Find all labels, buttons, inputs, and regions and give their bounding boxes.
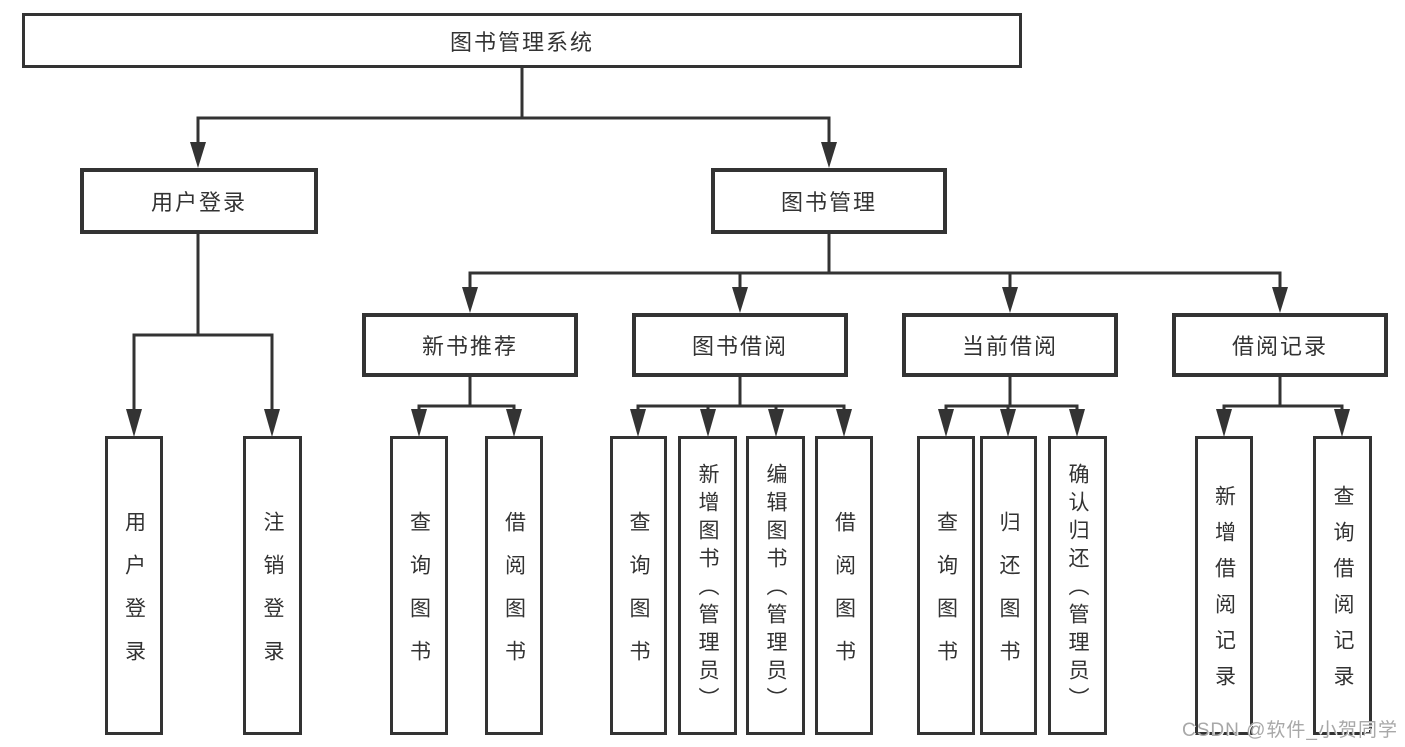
node-borrowing-records: 借阅记录 [1172,313,1388,377]
node-user-login: 用户登录 [80,168,318,234]
node-label: 图书借阅 [691,334,788,359]
leaf-add-books-admin: 新增图书（管理员） [678,436,737,735]
leaf-logout: 注销登录 [243,436,302,735]
node-label: 归还图书 [997,510,1020,683]
arrowheads [126,142,1350,437]
node-label: 当前借阅 [961,334,1058,359]
node-current-borrowing: 当前借阅 [902,313,1118,377]
leaf-borrow-books: 借阅图书 [815,436,873,735]
node-label: 确认归还（管理员） [1066,463,1089,715]
leaf-query-borrow-record: 查询借阅记录 [1313,436,1372,735]
node-new-book-recommendation: 新书推荐 [362,313,578,377]
leaf-user-login: 用户登录 [105,436,163,735]
node-label: 借阅图书 [502,510,526,683]
leaf-borrow-books-recommend: 借阅图书 [485,436,543,735]
node-library-management-system: 图书管理系统 [22,13,1022,68]
node-label: 查询借阅记录 [1331,485,1354,701]
node-label: 用户登录 [122,510,146,683]
node-label: 新书推荐 [421,334,518,359]
node-label: 注销登录 [261,510,284,683]
node-label: 借阅图书 [832,510,856,683]
node-label: 查询图书 [407,510,431,683]
leaf-query-books-recommend: 查询图书 [390,436,448,735]
node-book-borrowing: 图书借阅 [632,313,848,377]
node-label: 用户登录 [150,190,247,215]
node-label: 图书管理系统 [449,29,594,55]
leaf-query-books-current: 查询图书 [917,436,975,735]
leaf-add-borrow-record: 新增借阅记录 [1195,436,1253,735]
watermark: CSDN @软件_小贺同学 [1182,720,1398,741]
node-label: 查询图书 [627,510,650,683]
leaf-edit-books-admin: 编辑图书（管理员） [746,436,805,735]
node-label: 编辑图书（管理员） [764,463,787,715]
leaf-return-books: 归还图书 [980,436,1037,735]
node-label: 图书管理 [780,190,877,215]
leaf-confirm-return-admin: 确认归还（管理员） [1048,436,1107,735]
node-label: 借阅记录 [1231,334,1328,359]
node-book-management: 图书管理 [711,168,947,234]
node-label: 查询图书 [934,510,958,683]
leaf-query-books-borrowing: 查询图书 [610,436,667,735]
node-label: 新增图书（管理员） [696,463,719,715]
node-label: 新增借阅记录 [1212,485,1236,701]
